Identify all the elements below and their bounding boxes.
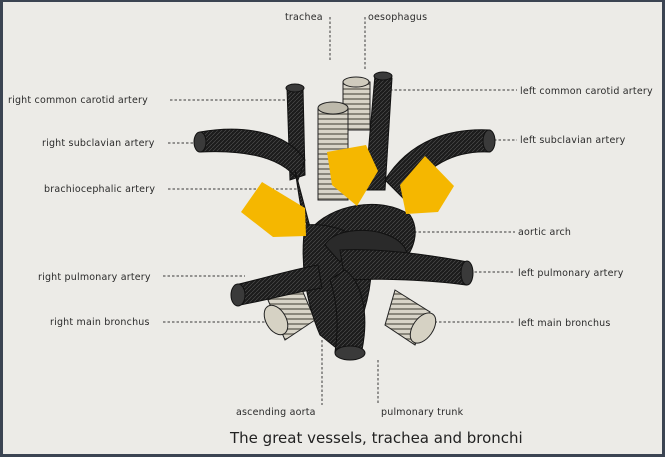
- label-pulmonary-trunk: pulmonary trunk: [381, 407, 464, 418]
- label-right-pulmonary: right pulmonary artery: [38, 272, 151, 283]
- label-left-pulmonary: left pulmonary artery: [518, 268, 624, 279]
- label-brachiocephalic: brachiocephalic artery: [44, 184, 155, 195]
- label-ascending-aorta: ascending aorta: [236, 407, 316, 418]
- label-right-subclavian: right subclavian artery: [42, 138, 155, 149]
- figure-caption: The great vessels, trachea and bronchi: [229, 429, 523, 447]
- label-left-subclavian: left subclavian artery: [520, 135, 626, 146]
- label-right-common-carotid: right common carotid artery: [8, 95, 148, 106]
- label-oesophagus: oesophagus: [368, 12, 427, 23]
- label-left-main-bronchus: left main bronchus: [518, 318, 611, 329]
- label-trachea: trachea: [285, 12, 323, 23]
- label-right-main-bronchus: right main bronchus: [50, 317, 150, 328]
- label-aortic-arch: aortic arch: [518, 227, 571, 238]
- left-bronchus-shape: [385, 290, 441, 348]
- label-left-common-carotid: left common carotid artery: [520, 86, 653, 97]
- arrow-left: [241, 182, 306, 237]
